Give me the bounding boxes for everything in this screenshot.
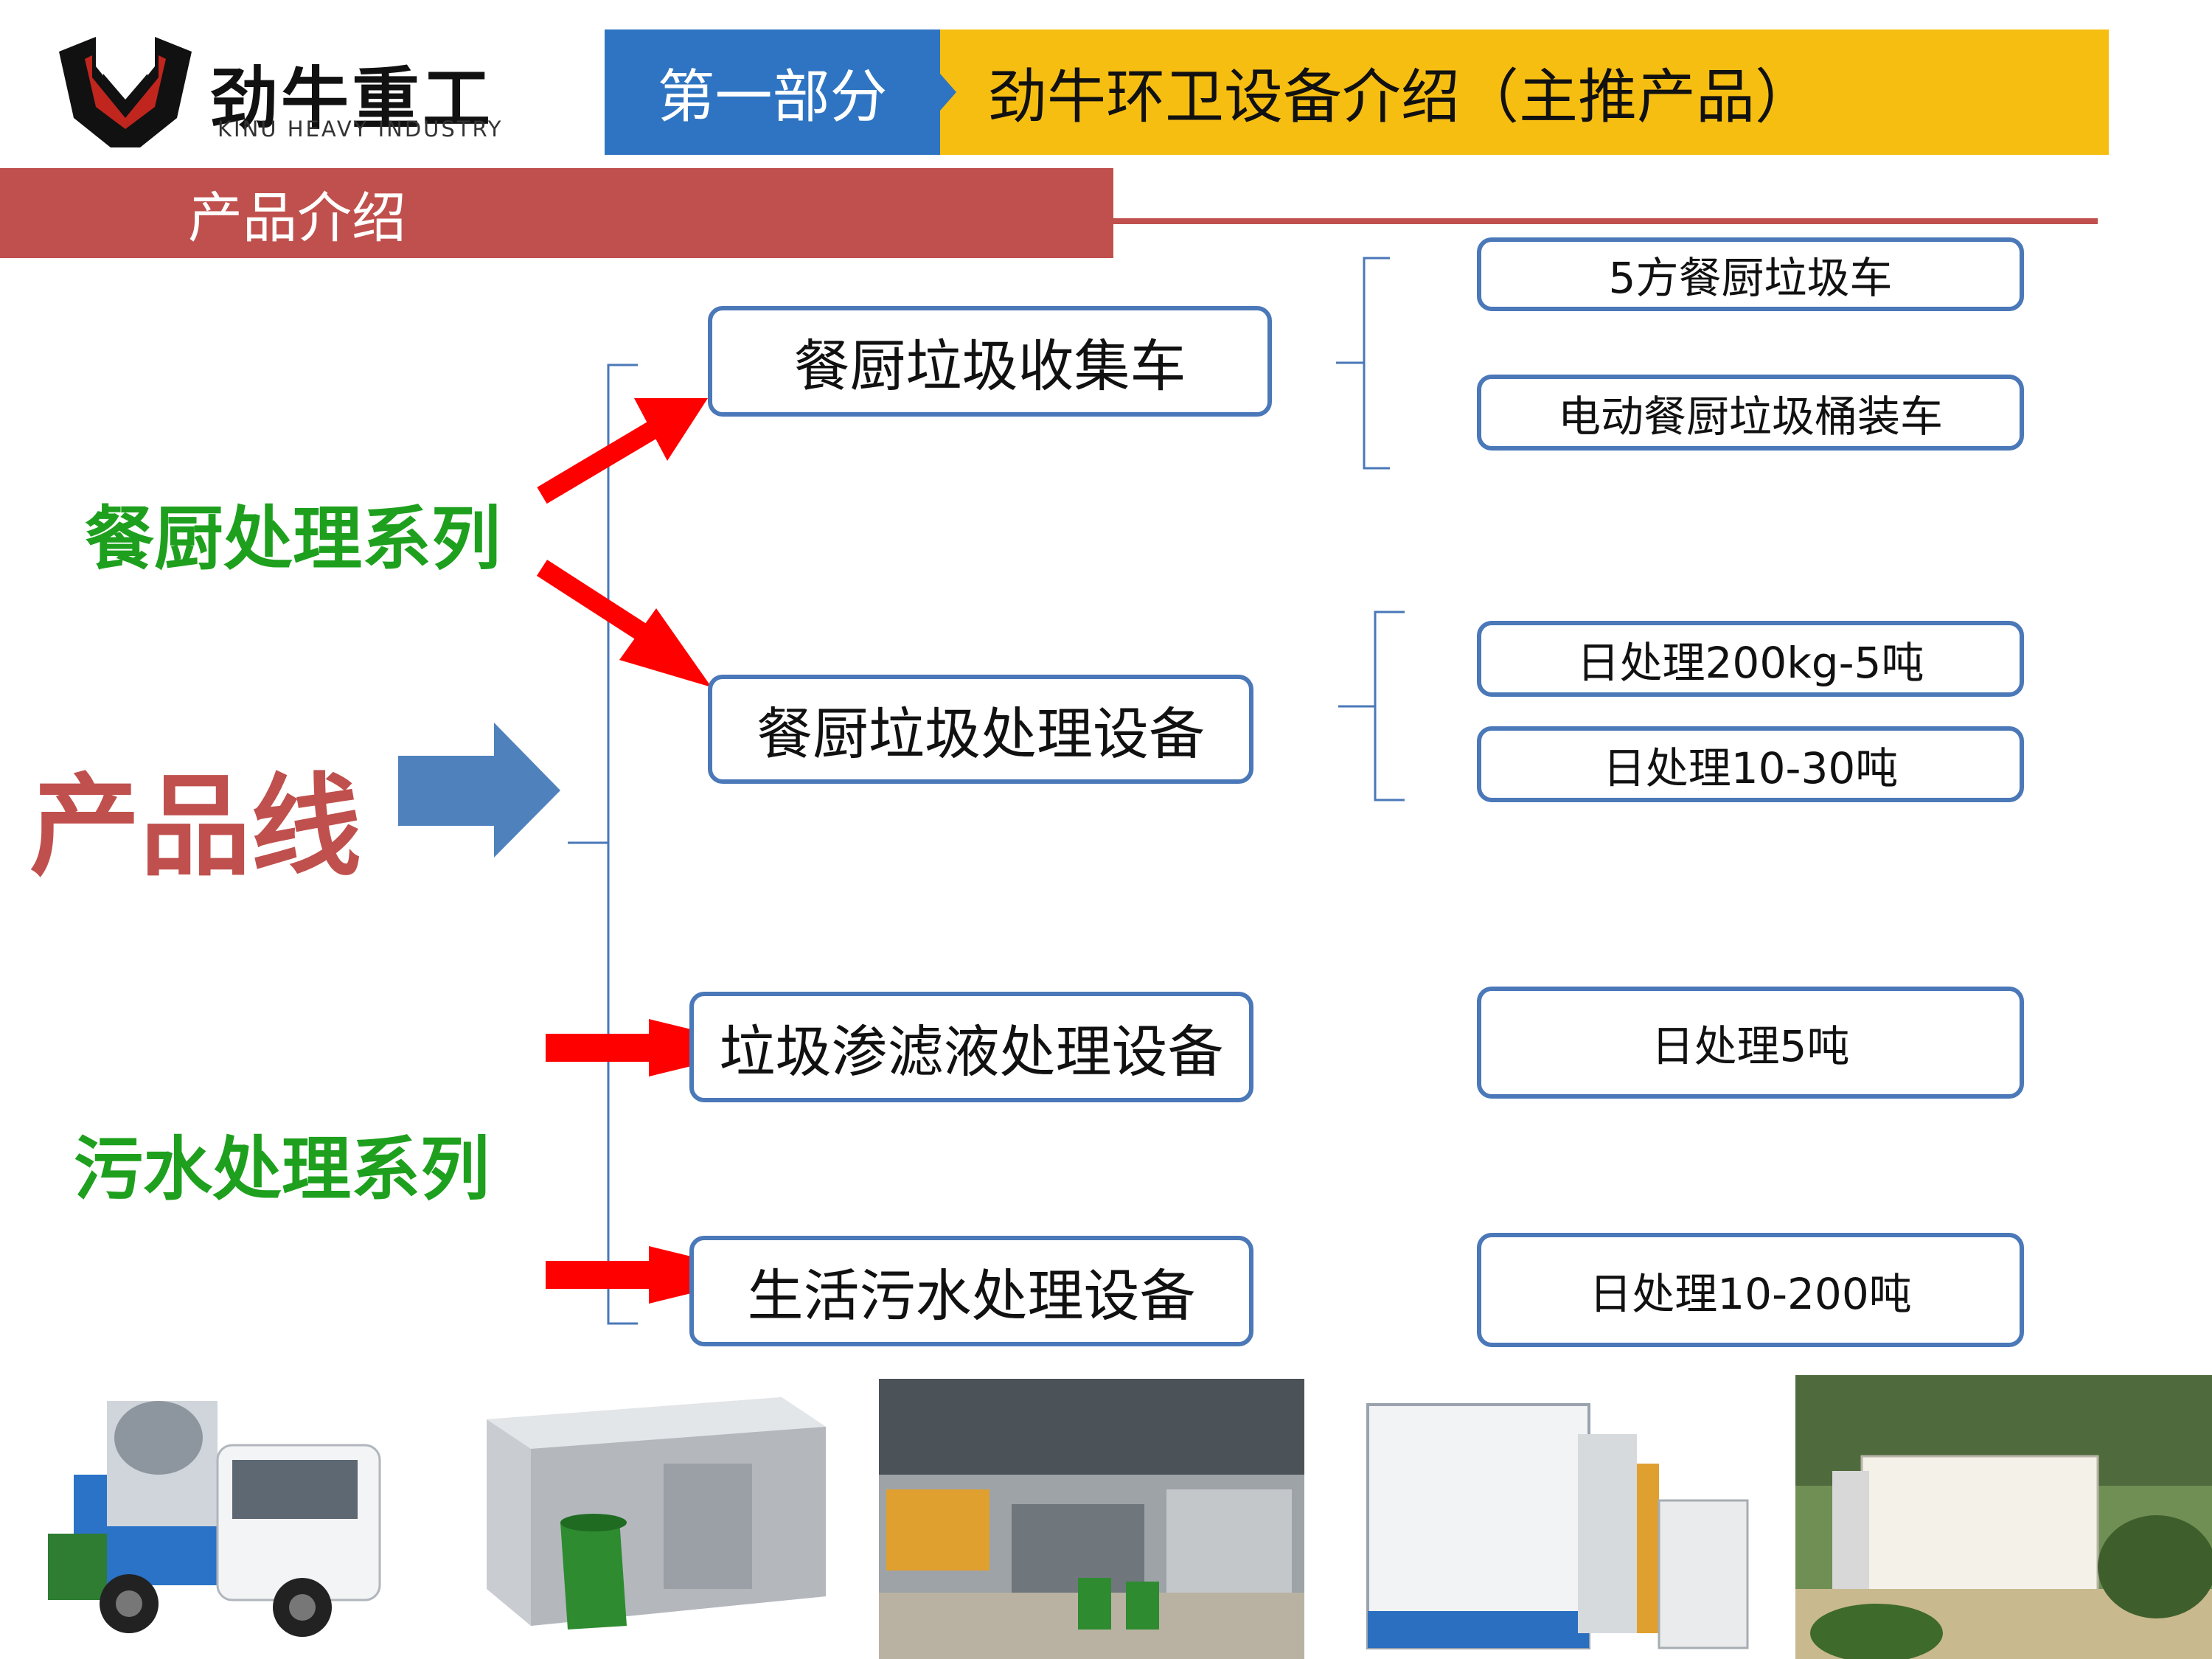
box-sub-200kg-5t: 日处理200kg-5吨 [1477, 621, 2024, 697]
red-arrow-icon [537, 398, 708, 504]
main-bracket [607, 364, 638, 1325]
photo-processing-machine [472, 1382, 841, 1659]
photo-factory-interior [879, 1379, 1304, 1659]
box-sub-5t: 日处理5吨 [1477, 987, 2024, 1099]
product-line-label: 产品线 [29, 763, 362, 891]
chevron-right-icon [940, 74, 956, 111]
box-sub-5cube-truck: 5方餐厨垃圾车 [1477, 237, 2024, 311]
box-sub-10-200t: 日处理10-200吨 [1477, 1233, 2024, 1347]
series-kitchen-label: 餐厨处理系列 [85, 499, 501, 580]
subtitle-bar: 产品介绍 [0, 168, 1113, 258]
red-arrow-icon [536, 560, 712, 687]
box-leachate-equipment: 垃圾渗滤液处理设备 [689, 992, 1253, 1102]
company-logo: 劲牛重工 KINU HEAVY INDUSTRY [52, 37, 546, 147]
bracket-collection-car [1363, 257, 1390, 470]
section-label: 第一部分 [657, 64, 888, 131]
box-domestic-sewage-equipment: 生活污水处理设备 [689, 1236, 1253, 1346]
photo-outdoor-sewage-unit [1795, 1375, 2212, 1659]
logo-name: 劲牛重工 [210, 60, 494, 139]
bracket-processing [1374, 611, 1405, 801]
kinu-logo-icon [59, 37, 192, 147]
header-title: 劲牛环卫设备介绍（主推产品） [988, 63, 1814, 131]
subtitle-divider [1106, 218, 2098, 224]
photo-container-equipment [1357, 1390, 1755, 1659]
box-kitchen-collection-car: 餐厨垃圾收集车 [708, 306, 1272, 417]
box-sub-10-30t: 日处理10-30吨 [1477, 726, 2024, 802]
blue-right-arrow-icon [398, 723, 560, 858]
series-sewage-label: 污水处理系列 [74, 1130, 490, 1210]
box-kitchen-processing-equipment: 餐厨垃圾处理设备 [708, 675, 1253, 784]
logo-subtitle: KINU HEAVY INDUSTRY [218, 116, 504, 142]
photo-garbage-truck [48, 1349, 442, 1644]
title-banner: 劲牛环卫设备介绍（主推产品） [940, 29, 2109, 155]
subtitle-text: 产品介绍 [188, 186, 406, 250]
box-sub-electric-bin-truck: 电动餐厨垃圾桶装车 [1477, 375, 2024, 451]
section-banner: 第一部分 [605, 29, 940, 155]
